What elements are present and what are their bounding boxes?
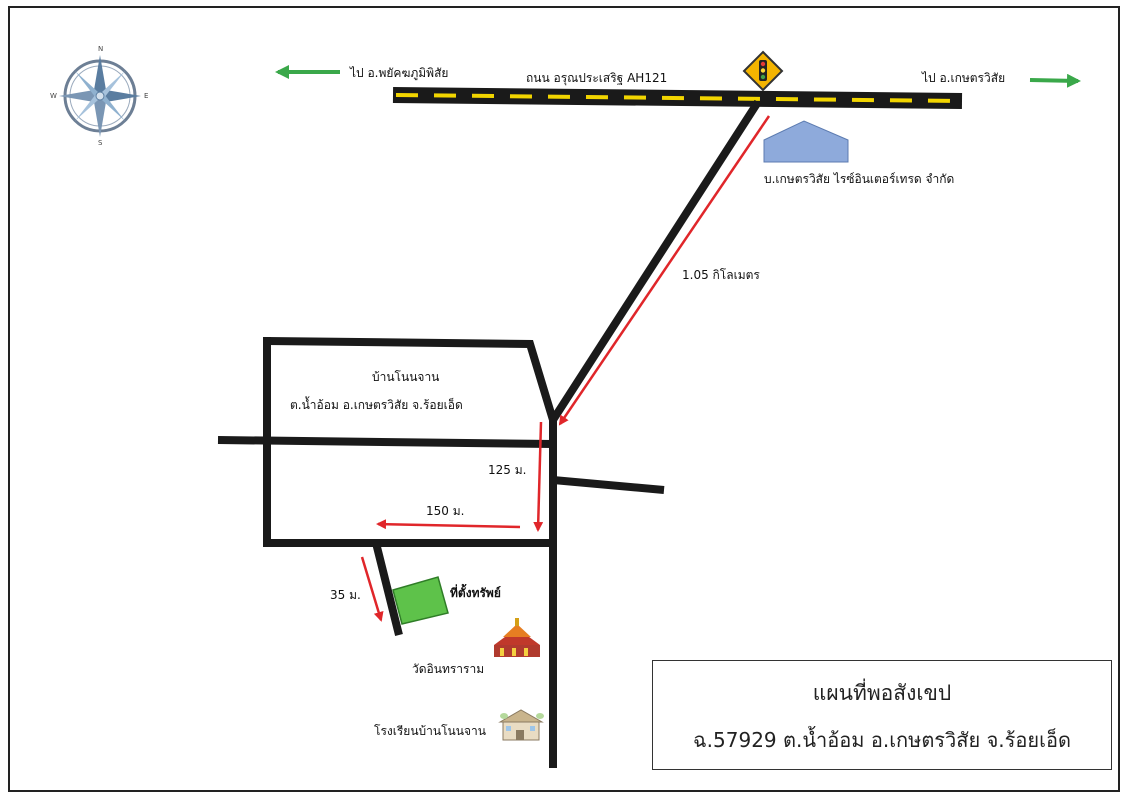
legend-subtitle: ฉ.57929 ต.น้ำอ้อม อ.เกษตรวิสัย จ.ร้อยเอ็…	[693, 728, 1071, 752]
property-label: ที่ตั้งทรัพย์	[450, 586, 501, 600]
temple-icon	[494, 618, 540, 657]
traffic-light-sign-icon	[742, 50, 784, 92]
distance-label-1: 1.05 กิโลเมตร	[682, 268, 760, 282]
compass-e: E	[144, 92, 149, 100]
compass-n: N	[98, 45, 104, 53]
direction-label-right: ไป อ.เกษตรวิสัย	[922, 71, 1006, 85]
compass-s: S	[98, 139, 103, 147]
route-arrows	[360, 115, 771, 622]
village-label-line2: ต.น้ำอ้อม อ.เกษตรวิสัย จ.ร้อยเอ็ด	[290, 398, 463, 412]
compass-rose-icon	[59, 55, 141, 137]
school-icon	[498, 709, 544, 741]
legend-title: แผนที่พอสังเขป	[812, 681, 952, 705]
school-label: โรงเรียนบ้านโนนจาน	[374, 724, 486, 738]
legend-box: แผนที่พอสังเขป ฉ.57929 ต.น้ำอ้อม อ.เกษตร…	[652, 660, 1112, 770]
distance-label-2: 125 ม.	[488, 463, 527, 477]
direction-label-left: ไป อ.พยัคฆภูมิพิสัย	[350, 66, 449, 80]
compass-w: W	[50, 92, 57, 100]
property-plot	[392, 576, 449, 625]
road-name-label: ถนน อรุณประเสริฐ AH121	[526, 71, 668, 85]
temple-label: วัดอินทราราม	[412, 662, 485, 676]
map-frame	[8, 6, 1120, 792]
direction-arrow-right	[1029, 73, 1081, 88]
main-highway	[392, 87, 963, 109]
village-label-line1: บ้านโนนจาน	[372, 370, 440, 384]
company-label: บ.เกษตรวิสัย ไรซ์อินเตอร์เทรด จำกัด	[764, 172, 955, 186]
distance-label-4: 35 ม.	[330, 588, 361, 602]
company-building	[763, 120, 849, 163]
distance-label-3: 150 ม.	[426, 504, 465, 518]
road-network	[217, 99, 762, 768]
